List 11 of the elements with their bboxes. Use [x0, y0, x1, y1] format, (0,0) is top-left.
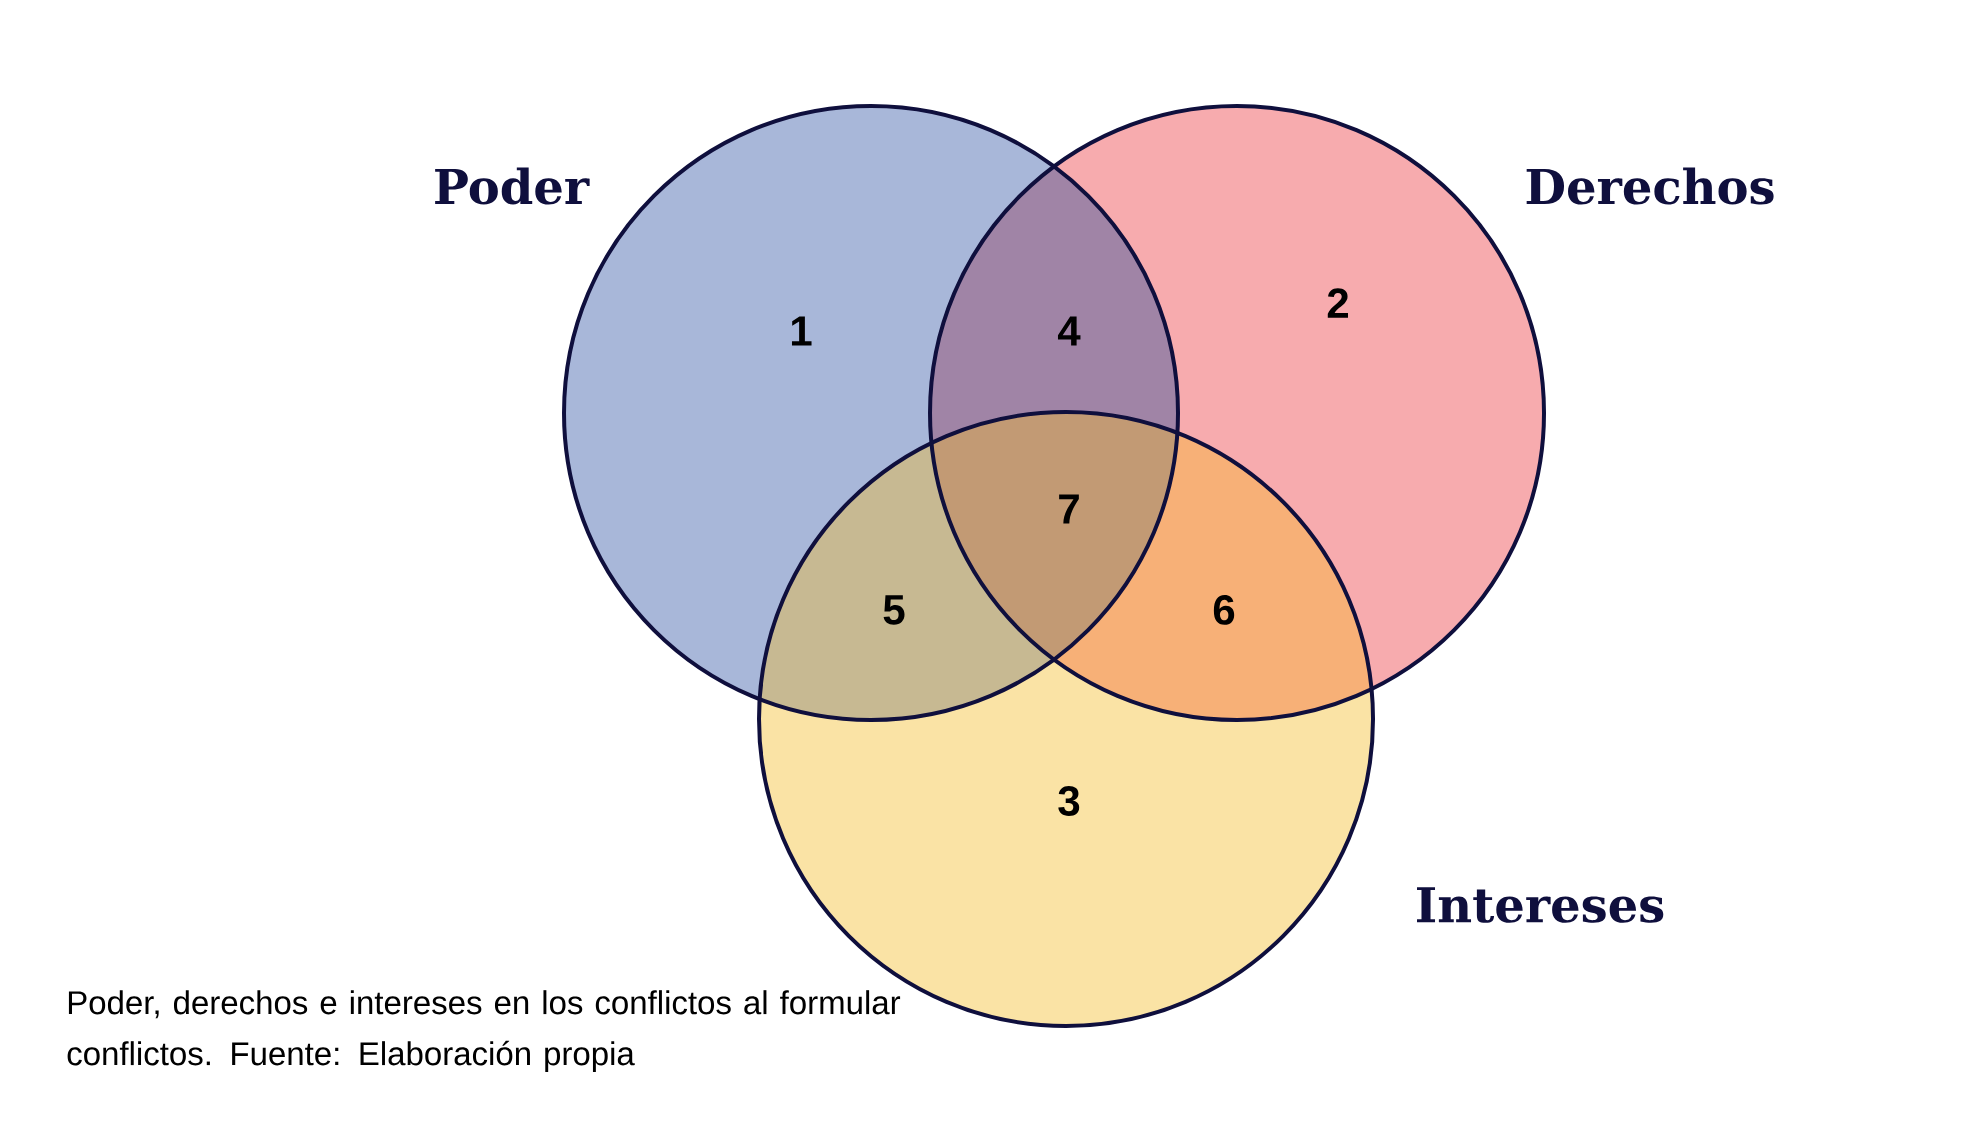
set-label: Poder	[435, 167, 590, 205]
set-label: Intereses	[1417, 887, 1664, 923]
region-number: 7	[1059, 494, 1079, 524]
region-number: 4	[1057, 316, 1081, 346]
region-number: 5	[883, 595, 905, 625]
caption: Poder, derechos e intereses en los conflictos al formular conflictos. Fuente: Elaboración propia	[67, 990, 901, 1072]
region-number: 3	[1058, 786, 1080, 816]
region-number: 6	[1213, 595, 1235, 625]
set-label: Derechos	[1526, 167, 1774, 205]
region-number: 2	[1327, 288, 1348, 318]
region-number: 1	[792, 316, 812, 346]
